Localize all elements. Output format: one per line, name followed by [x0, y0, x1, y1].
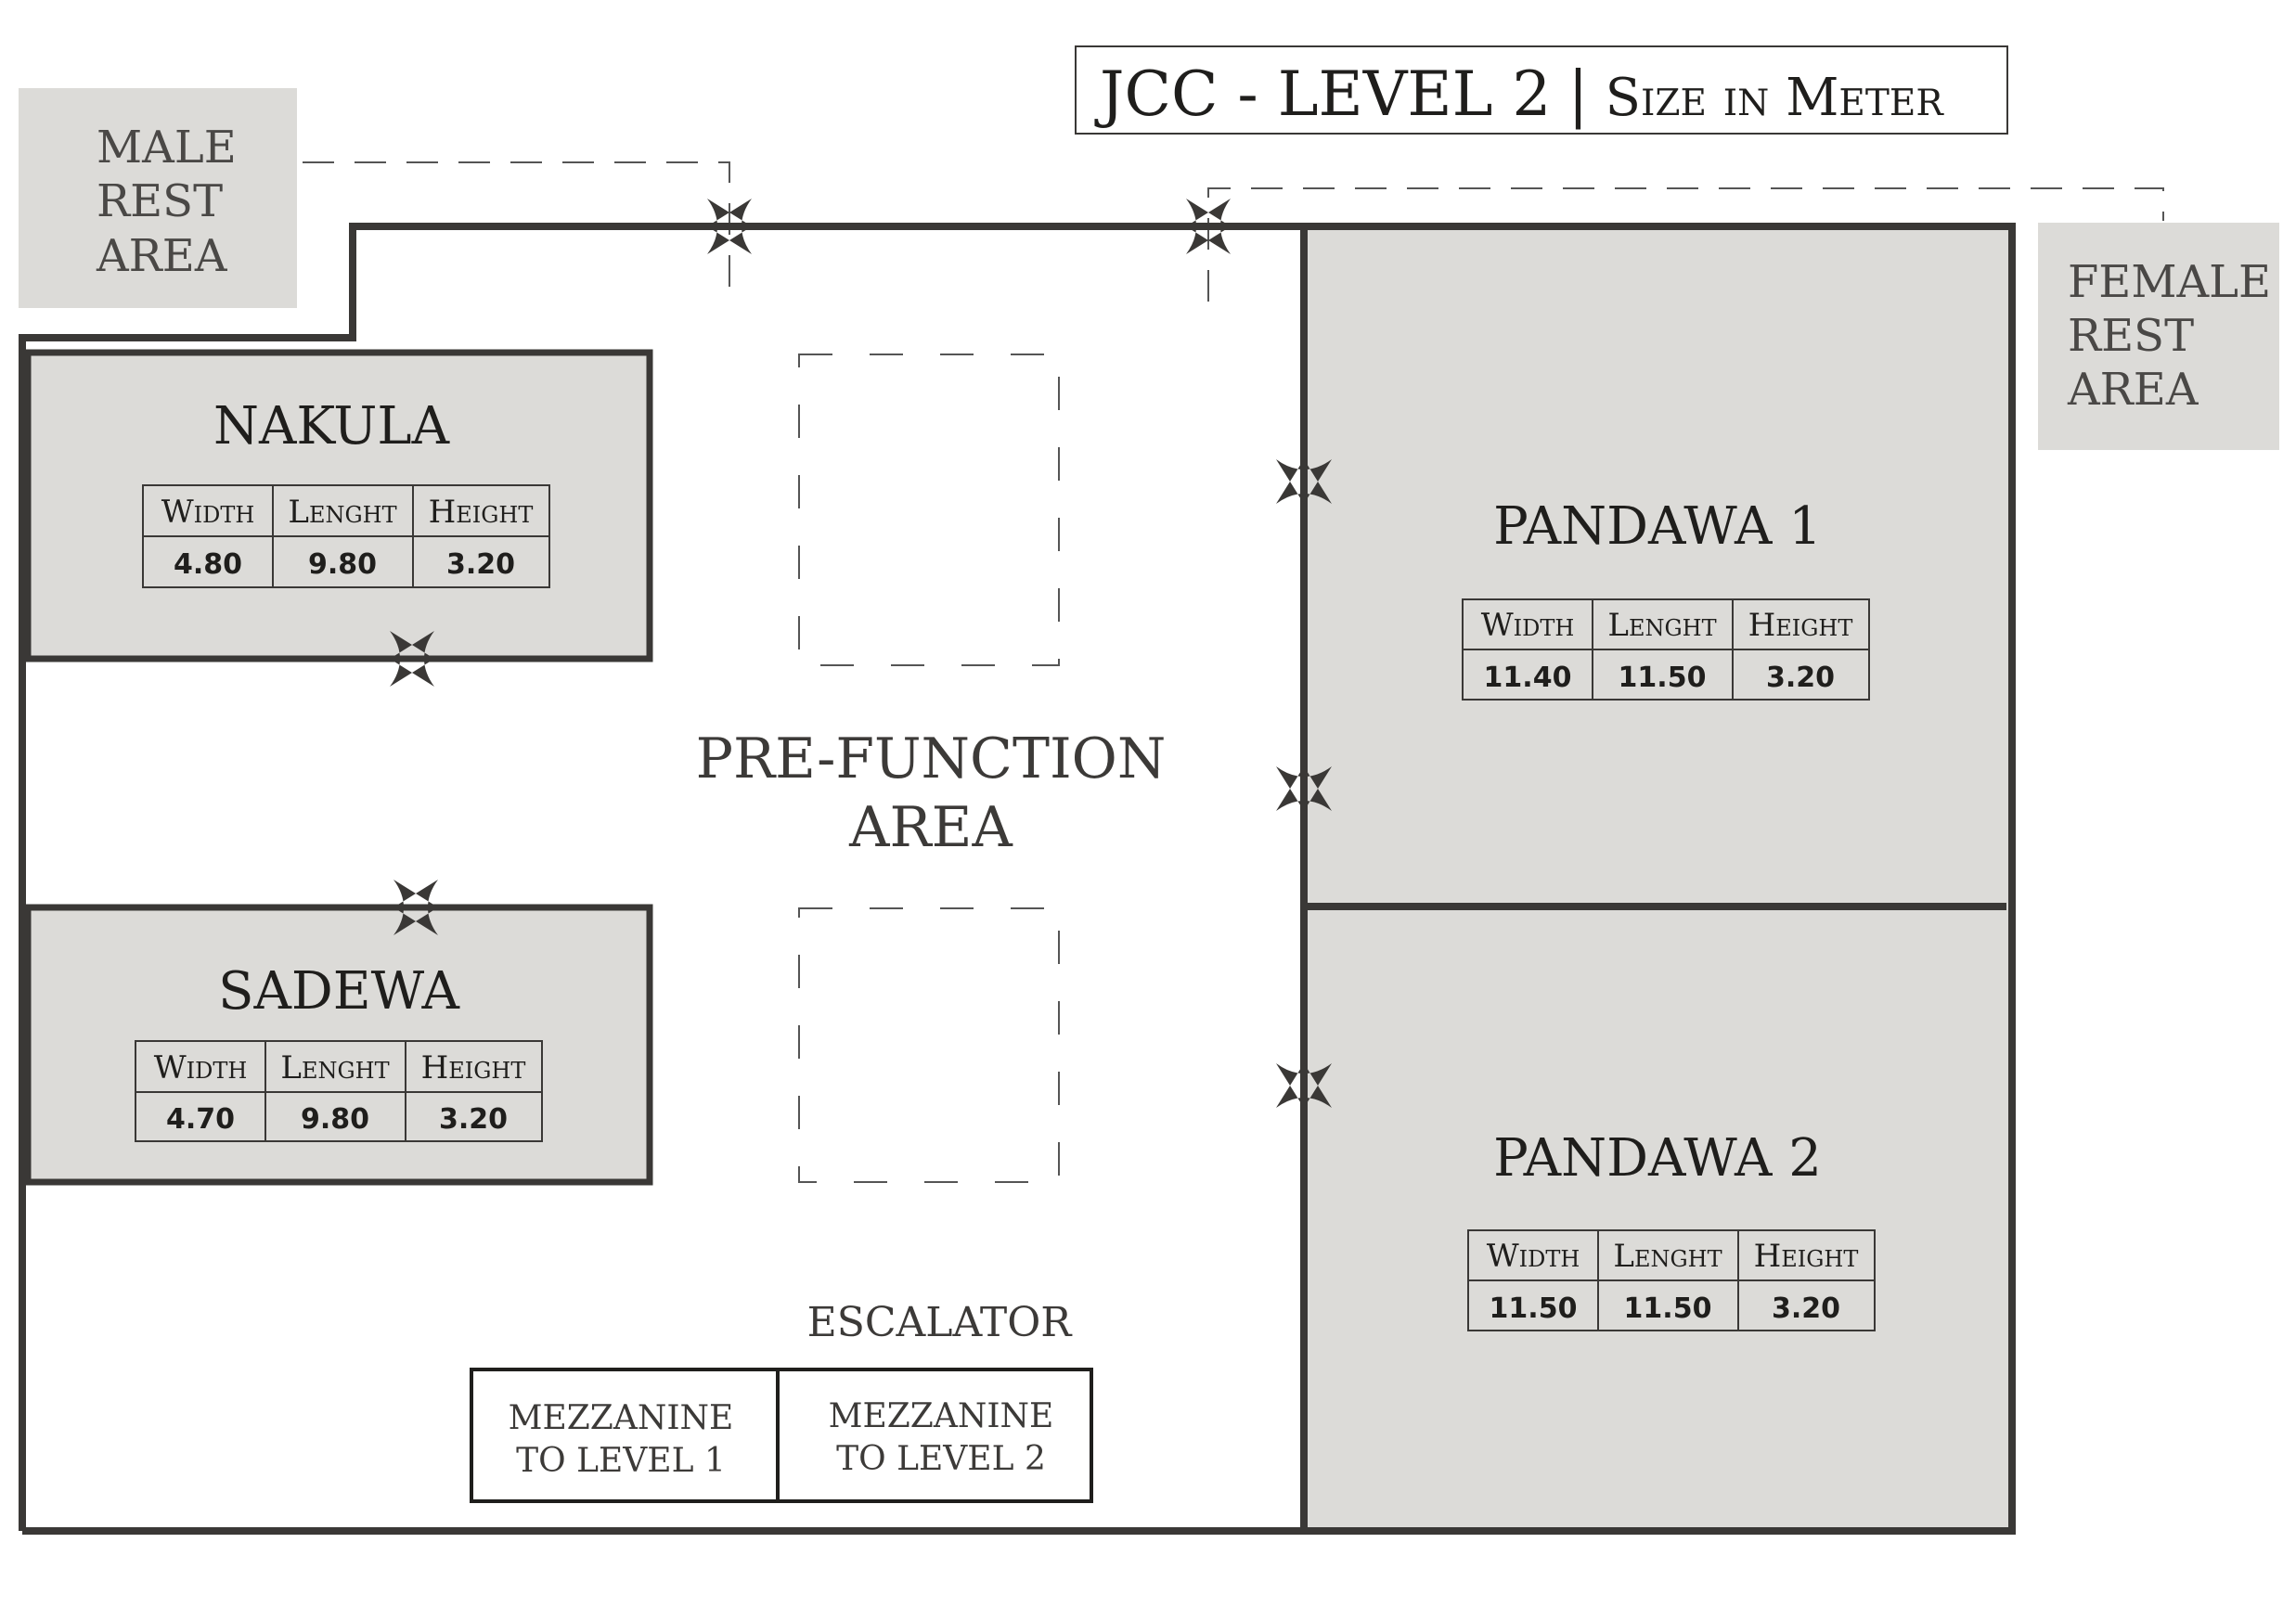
escalator-right-line-2: TO LEVEL 2 [836, 1440, 1046, 1478]
title-main: JCC - LEVEL 2 [1094, 58, 1551, 130]
nakula-info: NAKULA Width Lenght Height 4.80 9.80 3.2… [142, 396, 550, 588]
nakula-title: NAKULA [213, 396, 450, 456]
door-entrance-left [707, 199, 752, 254]
pandawa-2-header-width: Width [1487, 1238, 1580, 1275]
pandawa-1-height-value: 3.20 [1766, 662, 1835, 694]
prefunction-line-1: PRE-FUNCTION [696, 726, 1167, 791]
escalator-left-line-1: MEZZANINE [509, 1399, 734, 1437]
pandawa-1-title: PANDAWA 1 [1493, 496, 1822, 557]
sadewa-height-value: 3.20 [439, 1103, 508, 1136]
svg-text:JCC - LEVEL 2|Size in Meter: JCC - LEVEL 2| Size in Meter [1094, 58, 1944, 130]
sadewa-header-height: Height [421, 1049, 526, 1086]
pandawa-1-floor [1304, 226, 2012, 906]
sadewa-header-length: Lenght [280, 1049, 389, 1086]
female-rest-area: FEMALE REST AREA [2038, 223, 2285, 450]
structural-columns [798, 354, 1060, 1183]
escalator-label: ESCALATOR [807, 1299, 1074, 1346]
pandawa-2-header-height: Height [1754, 1238, 1859, 1275]
sadewa-title: SADEWA [218, 961, 459, 1022]
pandawa-1-header-width: Width [1481, 607, 1575, 644]
building-walls [19, 223, 2016, 1535]
title-subtitle: Size in Meter [1606, 68, 1945, 128]
escalator-right-line-1: MEZZANINE [829, 1397, 1054, 1435]
sadewa-info: SADEWA Width Lenght Height 4.70 9.80 3.2… [135, 961, 543, 1142]
prefunction-line-2: AREA [848, 795, 1013, 860]
title-box: JCC - LEVEL 2| Size in Meter [1075, 45, 2008, 135]
pandawa-1-header-height: Height [1748, 607, 1853, 644]
title-separator: | [1567, 58, 1588, 130]
pandawa-2-floor [1304, 906, 2012, 1531]
female-rest-line-2: REST [2068, 310, 2194, 362]
nakula-header-width: Width [161, 494, 255, 531]
nakula-header-height: Height [429, 494, 534, 531]
door-sadewa [393, 880, 438, 935]
svg-text:FEMALE REST AREA: FEMALE REST AREA [2067, 256, 2285, 416]
nakula-width-value: 4.80 [174, 548, 242, 581]
prefunction-label: PRE-FUNCTION AREA [696, 726, 1167, 860]
female-rest-line-3: AREA [2067, 364, 2199, 416]
male-rest-line-1: MALE [97, 122, 237, 174]
pandawa-2-width-value: 11.50 [1490, 1292, 1578, 1325]
male-rest-area: MALE REST AREA [19, 88, 297, 308]
pandawa-2-title: PANDAWA 2 [1493, 1128, 1822, 1189]
pandawa-2-height-value: 3.20 [1772, 1292, 1840, 1325]
pandawa-2-length-value: 11.50 [1624, 1292, 1712, 1325]
escalator: ESCALATOR MEZZANINE TO LEVEL 1 MEZZANINE… [470, 1299, 1093, 1503]
female-rest-line-1: FEMALE [2068, 256, 2271, 308]
sadewa-width-value: 4.70 [166, 1103, 235, 1136]
door-pandawa2 [1276, 1063, 1332, 1108]
nakula-length-value: 9.80 [308, 548, 377, 581]
pandawa-1-info: PANDAWA 1 Width Lenght Height 11.40 11.5… [1462, 496, 1870, 701]
sadewa-length-value: 9.80 [301, 1103, 369, 1136]
svg-text:MALE REST AREA: MALE REST AREA [96, 122, 251, 282]
doors [390, 199, 1332, 1108]
door-entrance-right [1186, 199, 1231, 254]
sadewa-header-width: Width [154, 1049, 248, 1086]
pandawa-2-header-length: Lenght [1613, 1238, 1722, 1275]
escalator-left-line-2: TO LEVEL 1 [516, 1442, 726, 1480]
door-nakula [390, 631, 434, 687]
male-rest-line-3: AREA [96, 230, 228, 282]
pandawa-1-header-length: Lenght [1607, 607, 1716, 644]
nakula-header-length: Lenght [288, 494, 396, 531]
door-pandawa1-lower [1276, 766, 1332, 811]
rest-area-routes [303, 161, 2164, 302]
nakula-height-value: 3.20 [446, 548, 515, 581]
pandawa-1-width-value: 11.40 [1484, 662, 1572, 694]
pandawa-1-length-value: 11.50 [1619, 662, 1707, 694]
male-rest-line-2: REST [97, 175, 223, 227]
door-pandawa1-upper [1276, 459, 1332, 504]
pandawa-2-info: PANDAWA 2 Width Lenght Height 11.50 11.5… [1467, 1128, 1876, 1331]
